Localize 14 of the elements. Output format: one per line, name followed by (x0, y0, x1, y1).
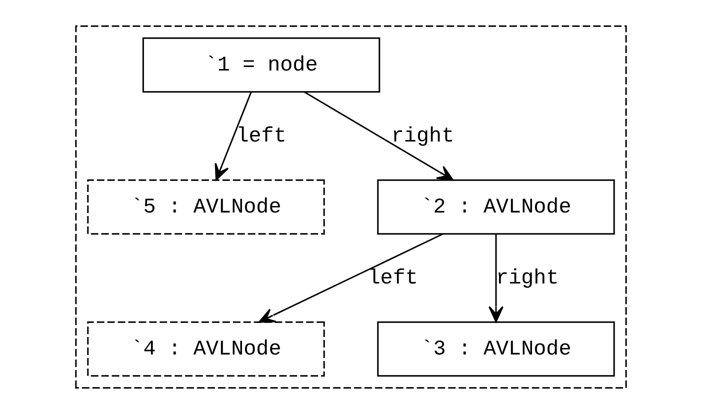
edge-label: left (368, 268, 418, 291)
arrow (258, 233, 444, 323)
arrow (488, 234, 504, 322)
node-box: `3 : AVLNode (377, 321, 615, 377)
cluster (75, 25, 627, 389)
node-box: `5 : AVLNode (87, 179, 325, 235)
node-box: `1 = node (142, 37, 380, 93)
edge-label: left (236, 126, 286, 149)
edge-label: right (391, 126, 454, 149)
arrow (214, 92, 252, 180)
edge-label: right (496, 268, 559, 291)
node-box: `2 : AVLNode (377, 179, 615, 235)
node-box: `4 : AVLNode (87, 321, 325, 377)
arrow (304, 91, 454, 181)
